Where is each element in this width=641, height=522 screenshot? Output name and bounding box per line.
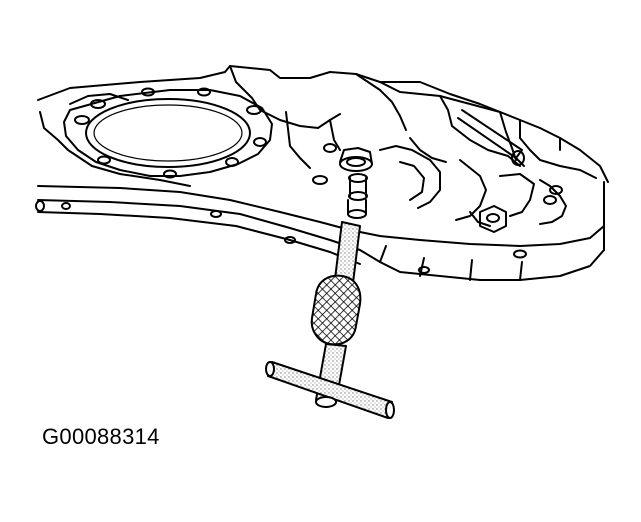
cylinder-gasket: [63, 87, 273, 179]
oil-pan-rail: [35, 143, 605, 281]
mounting-bolt: [479, 205, 507, 233]
engine-block: [37, 65, 609, 227]
connecting-rod: [457, 109, 525, 167]
drain-plug-fitting: [339, 147, 373, 219]
figure-id-label: G00088314: [42, 424, 160, 449]
t-handle-tool: [265, 221, 395, 419]
